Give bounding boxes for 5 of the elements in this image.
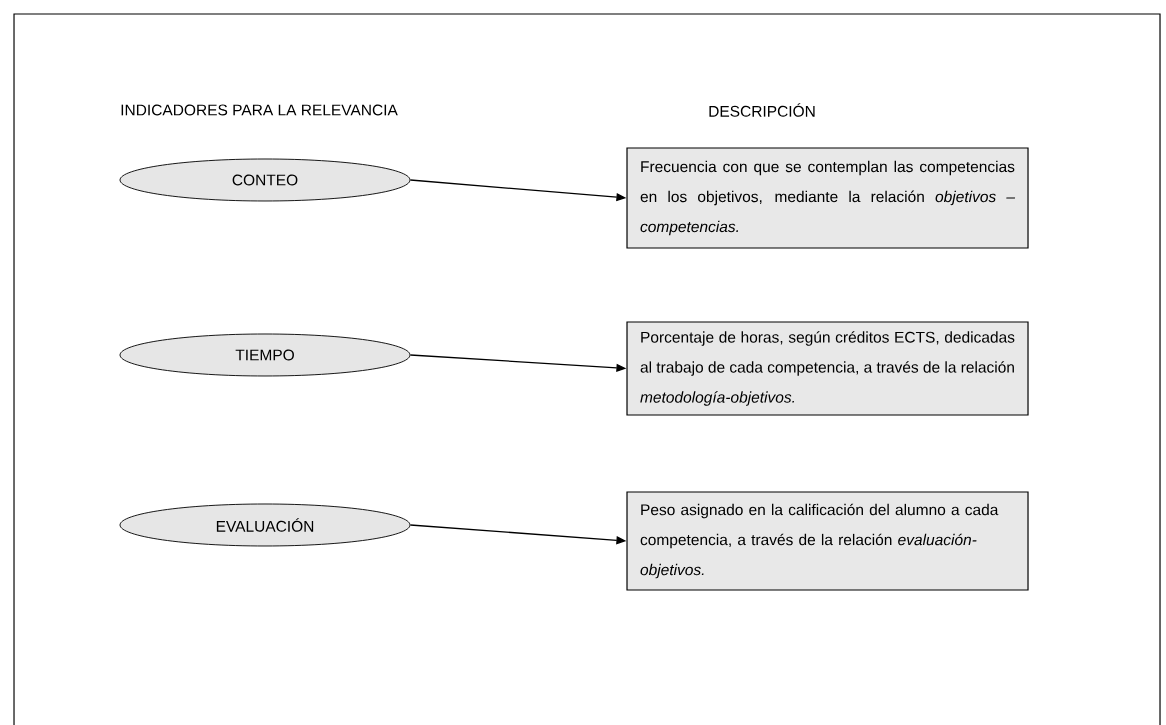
description-box: Peso asignado en la calificación del alumno a cada competencia, a través de la relación evaluación-objetivos. (626, 491, 1029, 591)
description-box: Porcentaje de horas, según créditos ECTS, dedicadas al trabajo de cada competencia, a través de la relación metodología-objetivos. (626, 321, 1029, 416)
column-heading: DESCRIPCIÓN (709, 103, 815, 117)
column-heading: INDICADORES PARA LA RELEVANCIA (121, 104, 398, 116)
description-box: Frecuencia con que se contemplan las competencias en los objetivos, mediante la relación objetivos –competencias. (626, 147, 1029, 249)
